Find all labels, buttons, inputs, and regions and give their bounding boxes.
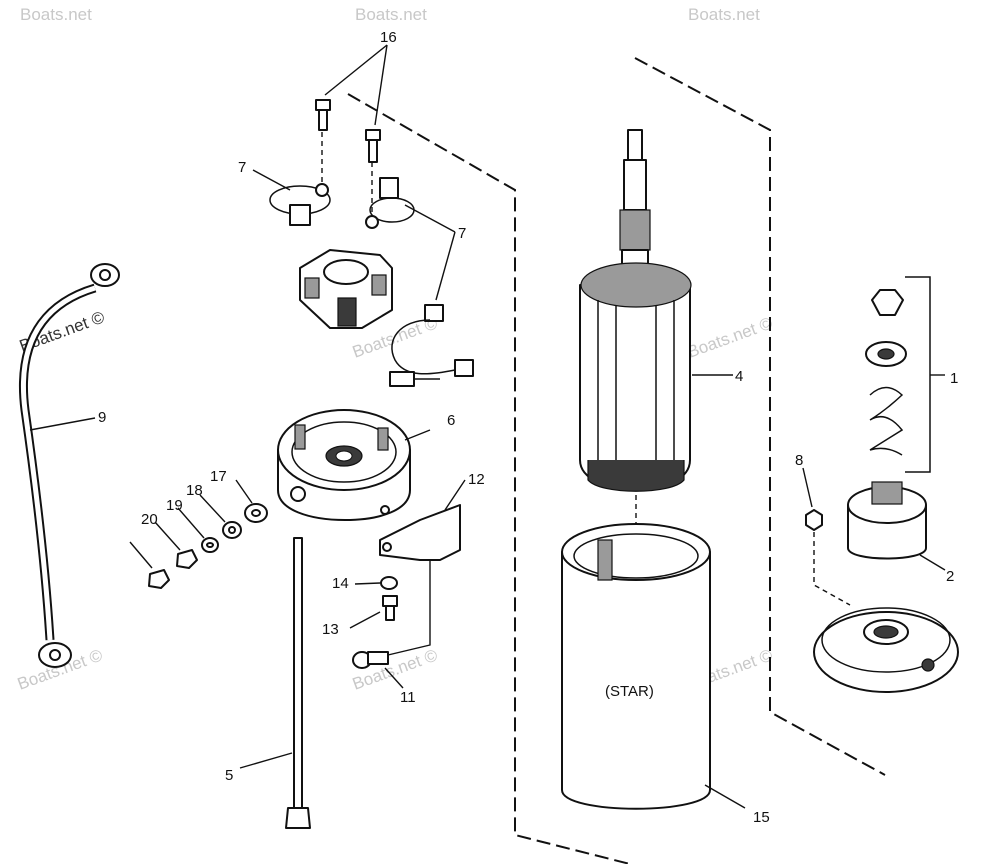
- callout-16: 17: [210, 468, 227, 485]
- watermark-mid-right: Boats.net ©: [685, 313, 776, 361]
- small-hardware: [352, 560, 431, 669]
- brush-holders: [269, 177, 415, 229]
- brush-plate: [299, 249, 393, 329]
- brush-lead: [389, 304, 474, 387]
- callout-18: 19: [166, 497, 183, 514]
- armature: [579, 129, 692, 615]
- callout-2: 2: [946, 568, 954, 585]
- screws-15: [315, 99, 381, 215]
- callout-5: 5: [225, 767, 233, 784]
- pinion-stack: [865, 289, 907, 456]
- through-bolt: [285, 537, 311, 829]
- terminal-hardware-stack: [148, 503, 268, 589]
- callout-9: 9: [98, 409, 106, 426]
- callout-12: 13: [322, 621, 339, 638]
- callout-7-left: 7: [238, 159, 246, 176]
- callout-8: 8: [795, 452, 803, 469]
- watermark-top-left: Boats.net: [20, 5, 92, 24]
- commutator-end-cap: [277, 409, 411, 521]
- callout-13: 14: [332, 575, 349, 592]
- callout-19: 20: [141, 511, 158, 528]
- stack-bracket-1: [905, 276, 931, 473]
- drive-pinion: [847, 481, 927, 560]
- leader-lines: [29, 44, 946, 809]
- watermark-top-right: Boats.net: [688, 5, 760, 24]
- assembly-boundary-right: [634, 57, 886, 776]
- drive-end-plate: [813, 607, 959, 693]
- callout-17: 18: [186, 482, 203, 499]
- nut-8: [805, 509, 823, 531]
- callout-10: 11: [400, 689, 416, 706]
- callout-14: 15: [753, 809, 770, 826]
- callout-7-right: 7: [458, 225, 466, 242]
- callout-numbers: 16 7 7 1 4 9 6 8 12 17 18 19 20 2 14 13 …: [98, 29, 958, 826]
- callout-4: 4: [735, 368, 743, 385]
- callout-1: 1: [950, 370, 958, 387]
- callout-6: 6: [447, 412, 455, 429]
- battery-cable: [19, 263, 120, 668]
- housing-label: (STAR): [605, 683, 654, 700]
- callout-15: 16: [380, 29, 397, 46]
- bracket: [379, 504, 461, 561]
- watermark-top-mid: Boats.net: [355, 5, 427, 24]
- callout-11: 12: [468, 471, 485, 488]
- field-frame-housing: (STAR): [561, 523, 711, 810]
